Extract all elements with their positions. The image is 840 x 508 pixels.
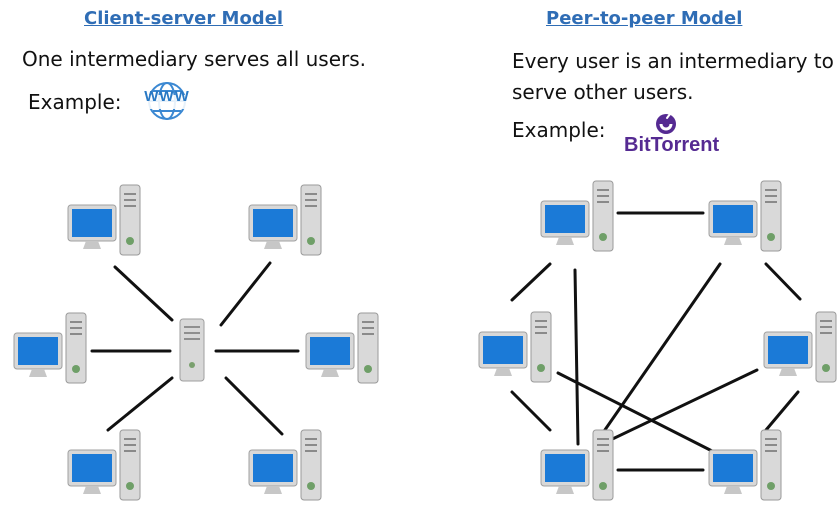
client-server-title: Client-server Model bbox=[84, 8, 284, 29]
client-server-panel: Client-server Model One intermediary ser… bbox=[13, 8, 379, 501]
peer-computer-middle-right bbox=[763, 311, 837, 383]
client-computer-top-left bbox=[67, 184, 141, 256]
peer-computer-bottom-right bbox=[708, 429, 782, 501]
client-computer-bottom-left bbox=[67, 429, 141, 501]
peer-to-peer-diagram bbox=[478, 180, 837, 501]
client-computer-bottom-right bbox=[248, 429, 322, 501]
peer-to-peer-panel: Peer-to-peer Model Every user is an inte… bbox=[420, 0, 840, 508]
peer-to-peer-description-line-2: serve other users. bbox=[512, 80, 694, 104]
client-server-description: One intermediary serves all users. bbox=[22, 47, 367, 71]
client-server-diagram bbox=[13, 184, 379, 501]
client-computer-middle-right bbox=[305, 312, 379, 384]
client-server-example-label: Example: bbox=[28, 90, 122, 114]
bittorrent-text: BitTorrent bbox=[624, 134, 720, 156]
bittorrent-icon: BitTorrent bbox=[624, 112, 742, 160]
peer-to-peer-example-label: Example: bbox=[512, 118, 606, 142]
client-computer-top-right bbox=[248, 184, 322, 256]
peer-to-peer-title: Peer-to-peer Model bbox=[546, 8, 743, 29]
www-globe-icon: WWW bbox=[138, 80, 196, 122]
peer-to-peer-description-line-1: Every user is an intermediary to bbox=[512, 49, 834, 73]
www-text: WWW bbox=[144, 88, 190, 105]
peer-computer-top-left bbox=[540, 180, 614, 252]
central-server bbox=[179, 318, 205, 382]
bittorrent-icon-svg bbox=[656, 113, 676, 134]
peer-computer-middle-left bbox=[478, 311, 552, 383]
client-computer-middle-left bbox=[13, 312, 87, 384]
peer-computer-bottom-left bbox=[540, 429, 614, 501]
www-globe-icon-svg bbox=[142, 82, 192, 120]
peer-computer-top-right bbox=[708, 180, 782, 252]
